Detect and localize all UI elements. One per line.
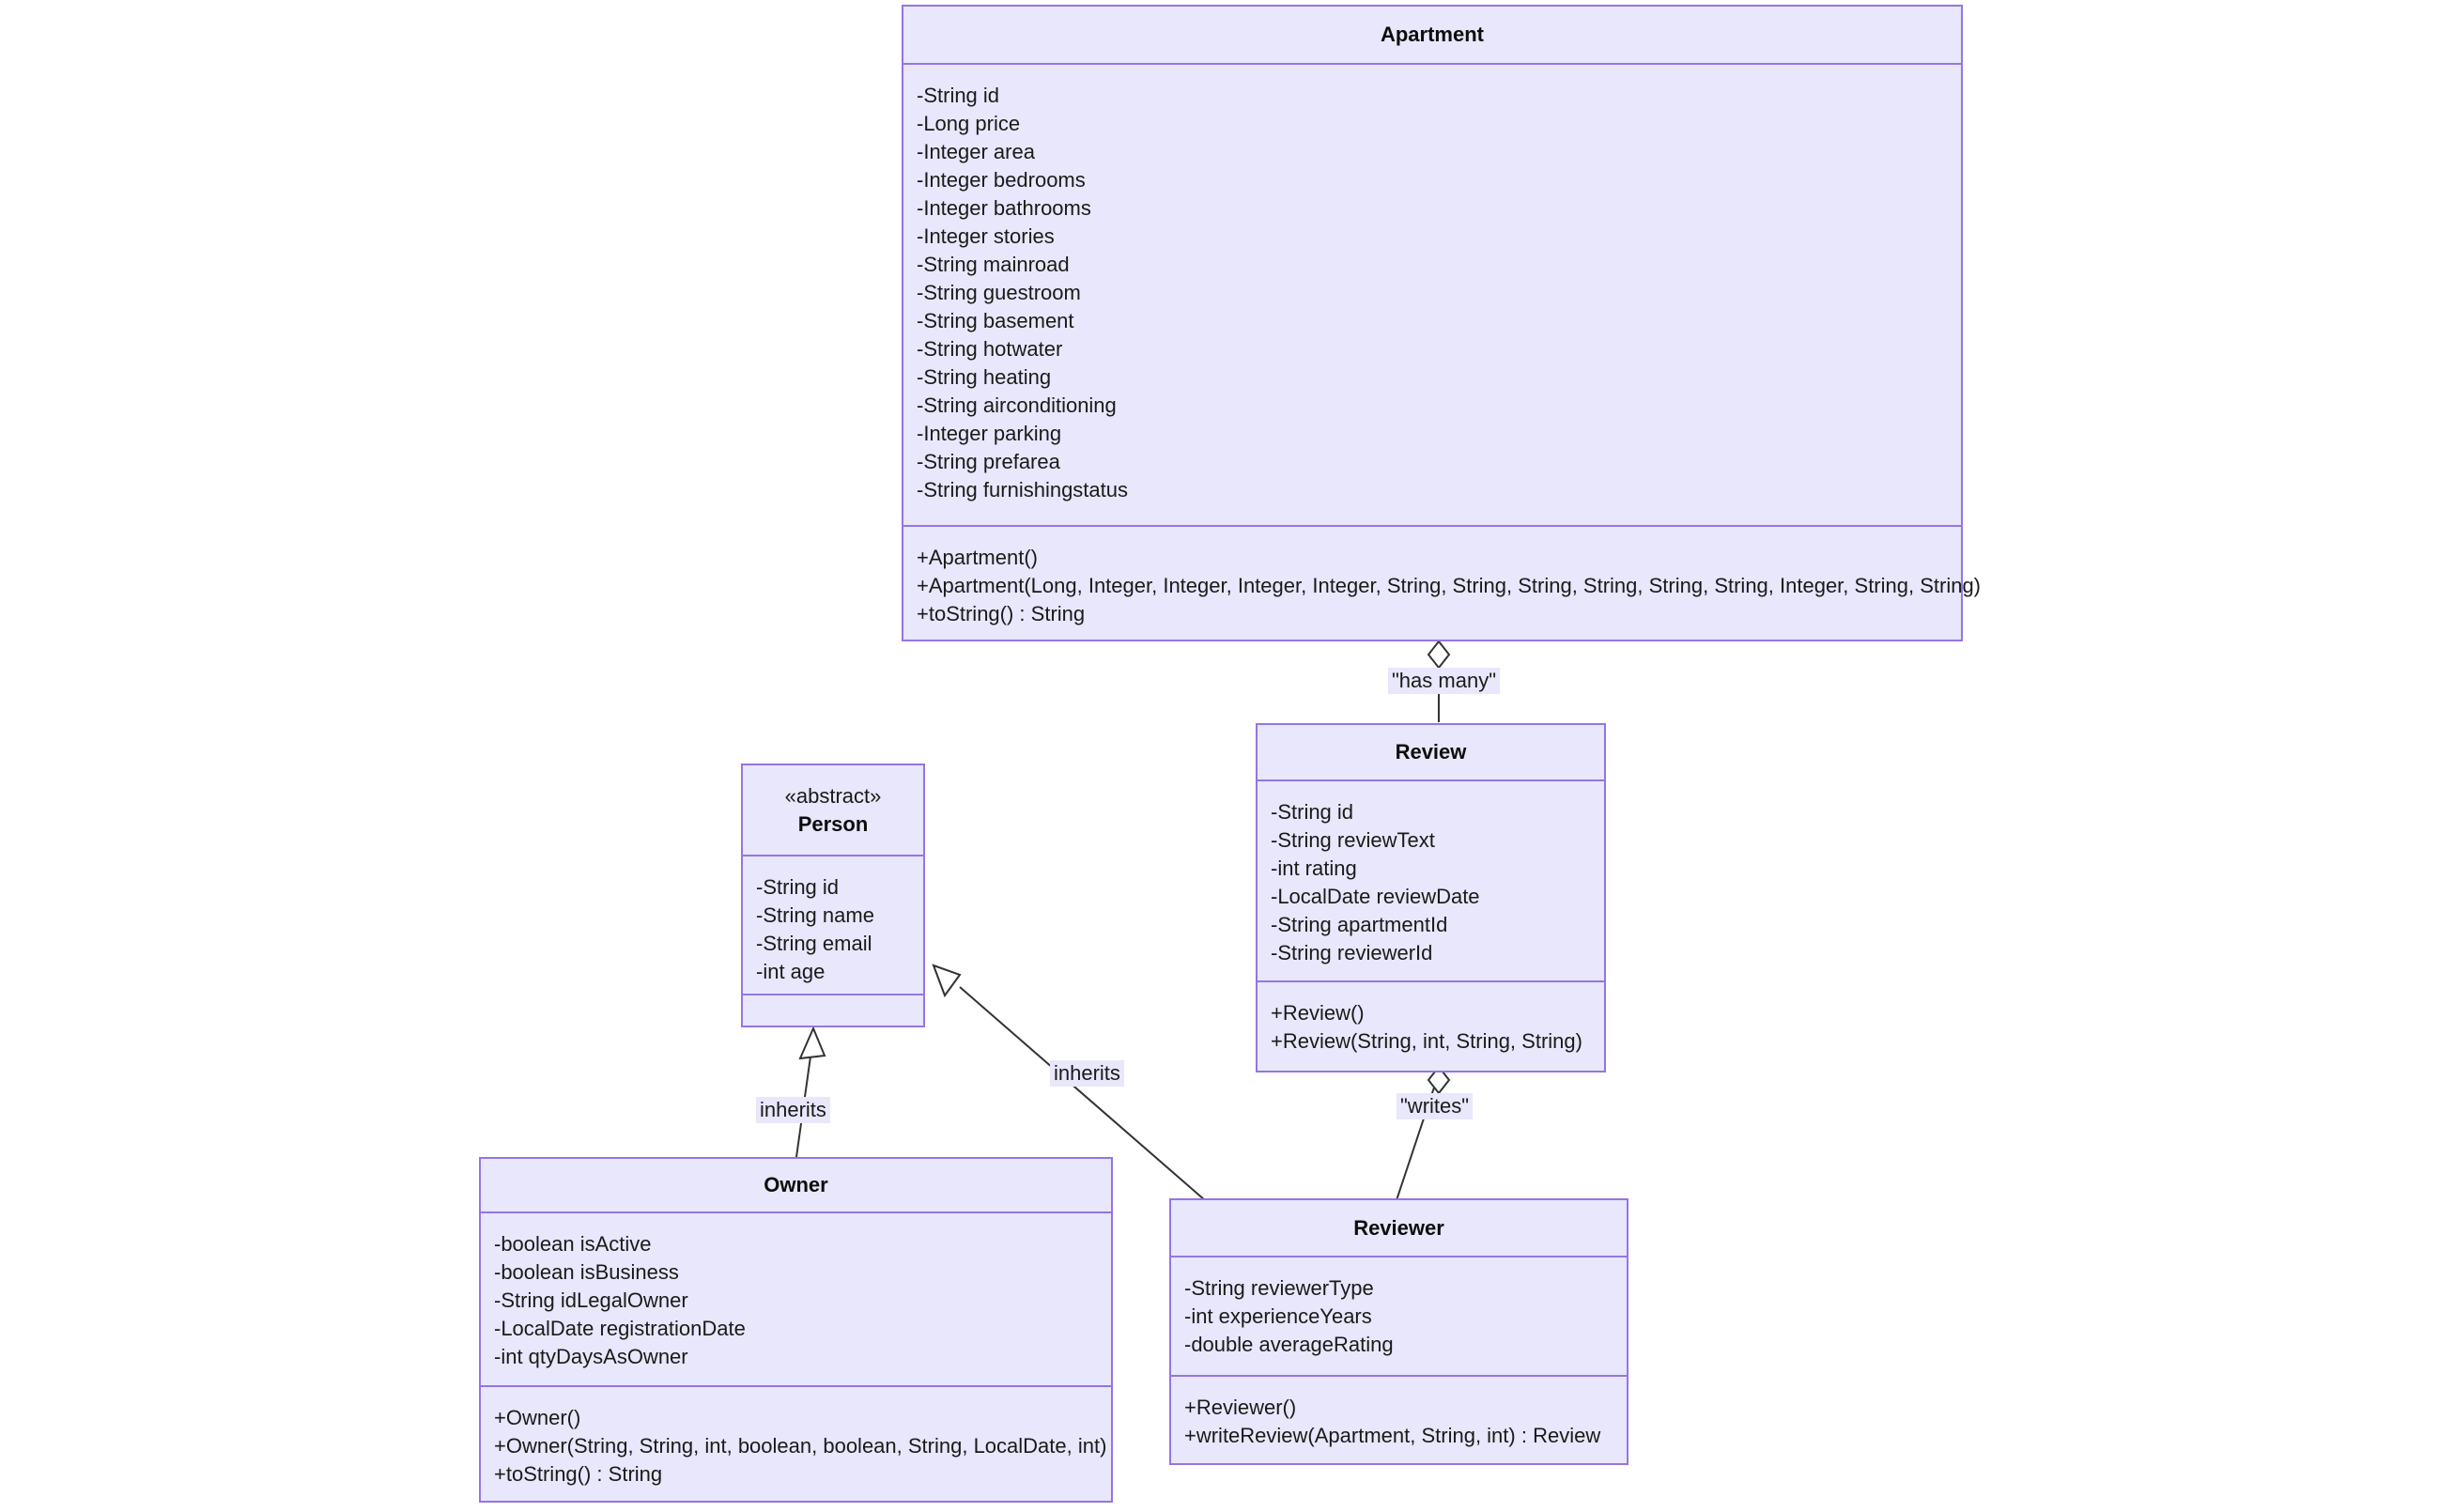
class-header-person: «abstract» Person [743, 765, 923, 855]
attribute-row: -boolean isBusiness [494, 1260, 679, 1284]
class-attributes-review: -String id -String reviewText -int ratin… [1258, 779, 1604, 980]
attribute-row: -Long price [917, 112, 1021, 135]
edge-reviewer-writes-review [1396, 1065, 1451, 1201]
class-stereotype-person: «abstract» [784, 783, 882, 808]
attribute-row: -Integer bathrooms [917, 196, 1091, 220]
attribute-row: -String furnishingstatus [917, 478, 1128, 501]
edge-label-writes: "writes" [1397, 1093, 1474, 1119]
edge-label-inherits-reviewer: inherits [1050, 1060, 1124, 1087]
class-header-reviewer: Reviewer [1171, 1200, 1627, 1256]
class-box-person[interactable]: «abstract» Person -String id -String nam… [741, 764, 925, 1027]
class-methods-owner: +Owner() +Owner(String, String, int, boo… [481, 1385, 1111, 1501]
attribute-row: -String guestroom [917, 281, 1081, 304]
class-box-reviewer[interactable]: Reviewer -String reviewerType -int exper… [1169, 1198, 1628, 1465]
class-header-owner: Owner [481, 1159, 1111, 1211]
class-attributes-owner: -boolean isActive -boolean isBusiness -S… [481, 1211, 1111, 1385]
edge-label-has-many: "has many" [1388, 668, 1500, 694]
class-box-owner[interactable]: Owner -boolean isActive -boolean isBusin… [479, 1157, 1113, 1503]
class-title-person: Person [797, 811, 869, 836]
class-title-apartment: Apartment [1380, 23, 1484, 47]
class-methods-person [743, 994, 923, 1026]
attribute-row: -String mainroad [917, 253, 1070, 276]
attribute-row: -int rating [1271, 856, 1357, 880]
class-box-review[interactable]: Review -String id -String reviewText -in… [1256, 723, 1606, 1072]
attribute-row: -String id [917, 84, 1000, 107]
class-title-review: Review [1395, 740, 1467, 764]
class-attributes-apartment: -String id -Long price -Integer area -In… [903, 63, 1961, 525]
class-header-review: Review [1258, 725, 1604, 779]
method-row: +Review() [1271, 1001, 1365, 1025]
attribute-row: -int experienceYears [1184, 1304, 1372, 1328]
attribute-row: -Integer bedrooms [917, 168, 1086, 192]
attribute-row: -String heating [917, 365, 1052, 389]
edge-label-inherits-owner: inherits [756, 1097, 830, 1123]
class-attributes-reviewer: -String reviewerType -int experienceYear… [1171, 1256, 1627, 1375]
attribute-row: -String reviewerId [1271, 941, 1433, 964]
class-methods-apartment: +Apartment() +Apartment(Long, Integer, I… [903, 525, 1982, 640]
class-methods-review: +Review() +Review(String, int, String, S… [1258, 980, 1604, 1071]
method-row: +Reviewer() [1184, 1396, 1297, 1419]
edge-owner-inherits-person [795, 1026, 826, 1158]
class-header-apartment: Apartment [903, 7, 1961, 63]
attribute-row: -String name [756, 903, 874, 927]
attribute-row: -String basement [917, 309, 1074, 332]
method-row: +writeReview(Apartment, String, int) : R… [1184, 1424, 1601, 1447]
attribute-row: -String idLegalOwner [494, 1288, 688, 1312]
attribute-row: -boolean isActive [494, 1232, 652, 1256]
attribute-row: -String id [756, 875, 840, 899]
class-title-owner: Owner [764, 1173, 828, 1197]
attribute-row: -double averageRating [1184, 1333, 1394, 1356]
method-row: +Owner(String, String, int, boolean, boo… [494, 1434, 1107, 1458]
method-row: +Apartment(Long, Integer, Integer, Integ… [917, 574, 1982, 597]
method-row: +toString() : String [494, 1462, 663, 1486]
attribute-row: -LocalDate reviewDate [1271, 885, 1480, 908]
attribute-row: -String apartmentId [1271, 913, 1448, 936]
attribute-row: -String prefarea [917, 450, 1060, 473]
class-title-reviewer: Reviewer [1353, 1215, 1444, 1240]
method-row: +toString() : String [917, 602, 1086, 625]
attribute-row: -String reviewText [1271, 828, 1435, 852]
attribute-row: -String airconditioning [917, 393, 1117, 417]
method-row: +Apartment() [917, 546, 1038, 569]
attribute-row: -Integer stories [917, 224, 1055, 248]
attribute-row: -LocalDate registrationDate [494, 1317, 746, 1340]
attribute-row: -String reviewerType [1184, 1276, 1374, 1300]
class-attributes-person: -String id -String name -String email -i… [743, 855, 923, 994]
attribute-row: -int qtyDaysAsOwner [494, 1345, 688, 1368]
method-row: +Owner() [494, 1406, 581, 1429]
attribute-row: -String email [756, 932, 872, 955]
attribute-row: -Integer area [917, 140, 1035, 163]
class-methods-reviewer: +Reviewer() +writeReview(Apartment, Stri… [1171, 1375, 1627, 1463]
attribute-row: -String hotwater [917, 337, 1063, 361]
class-box-apartment[interactable]: Apartment -String id -Long price -Intege… [902, 5, 1982, 641]
attribute-row: -Integer parking [917, 422, 1062, 445]
attribute-row: -String id [1271, 800, 1354, 824]
method-row: +Review(String, int, String, String) [1271, 1029, 1582, 1053]
attribute-row: -int age [756, 960, 826, 983]
